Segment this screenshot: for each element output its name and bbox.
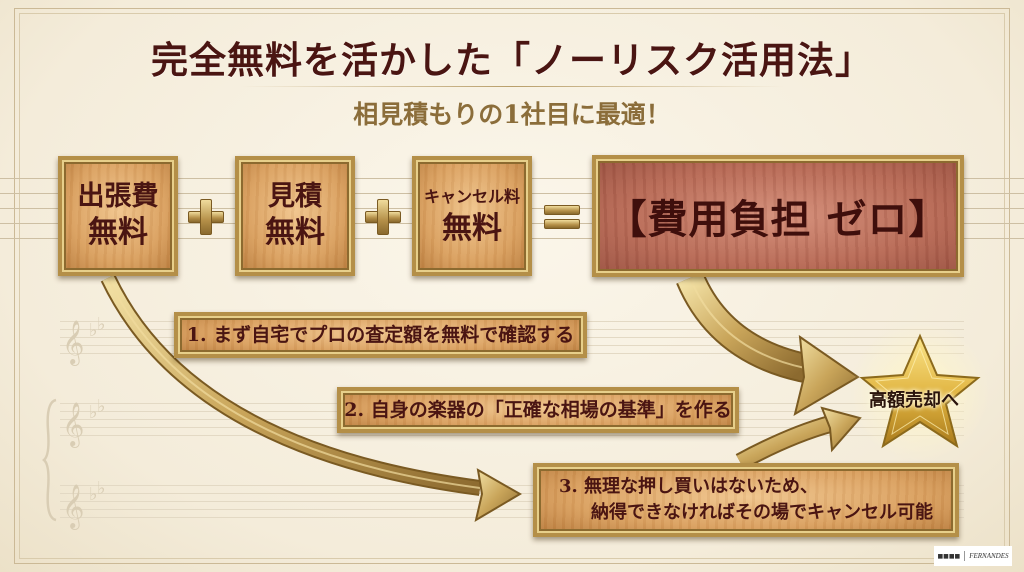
logo-company: ■■■■: [937, 552, 961, 560]
title-divider: [240, 86, 784, 87]
page-frame-inner: [19, 13, 1005, 559]
step-1-box: 1. まず自宅でプロの査定額を無料で確認する: [174, 312, 587, 358]
fee-label: キャンセル料: [423, 187, 520, 206]
fee-box-travel: 出張費 無料: [58, 156, 178, 276]
fee-label: 見積: [268, 181, 322, 212]
step-3-box: 3. 無理な押し買いはないため、 納得できなければその場でキャンセル可能: [533, 463, 959, 537]
equals-icon: [542, 197, 582, 237]
svg-text:♭: ♭: [97, 478, 106, 499]
svg-text:𝄞: 𝄞: [62, 402, 84, 448]
page-title: 完全無料を活かした「ノーリスク活用法」: [151, 38, 873, 82]
svg-text:♭: ♭: [97, 396, 106, 417]
svg-text:𝄞: 𝄞: [62, 484, 84, 530]
fee-box-cancel: キャンセル料 無料: [412, 156, 532, 276]
fee-value: 無料: [88, 215, 148, 250]
arrow-step3-to-star: [735, 406, 862, 470]
logo-brand: FERNANDES: [969, 552, 1009, 560]
page-subtitle: 相見積もりの1社目に最適！: [353, 100, 671, 129]
step-1-text: 1. まず自宅でプロの査定額を無料で確認する: [186, 324, 575, 346]
brace-icon: [42, 398, 57, 522]
star-icon: [850, 322, 990, 462]
svg-text:𝄞: 𝄞: [62, 320, 84, 366]
fee-label: 出張費: [77, 181, 159, 212]
step-2-box: 2. 自身の楽器の「正確な相場の基準」を作る: [337, 387, 739, 433]
step-3-line-1: 3. 無理な押し買いはないため、: [559, 476, 819, 497]
svg-text:♭: ♭: [97, 314, 106, 335]
logo-divider: [964, 551, 966, 561]
page-frame-outer: [14, 8, 1010, 564]
result-box: 【費用負担 ゼロ】: [592, 155, 964, 277]
flat-icon: ♭♭ ♭♭ ♭♭: [89, 314, 106, 505]
brand-logo: ■■■■ FERNANDES: [934, 546, 1012, 566]
fee-box-estimate: 見積 無料: [235, 156, 355, 276]
step-3-line-2: 納得できなければその場でキャンセル可能: [591, 502, 933, 523]
svg-text:♭: ♭: [89, 320, 98, 341]
fee-value: 無料: [265, 215, 325, 250]
step-2-text: 2. 自身の楽器の「正確な相場の基準」を作る: [344, 399, 732, 421]
svg-text:♭: ♭: [89, 402, 98, 423]
fee-value: 無料: [442, 211, 502, 246]
result-text: 【費用負担 ゼロ】: [606, 196, 950, 243]
plus-icon: [363, 197, 403, 237]
goal-label: 高額売却へ: [869, 390, 959, 411]
curved-arrow-result: [676, 271, 860, 417]
plus-icon: [186, 197, 226, 237]
treble-clef-icon: 𝄞 𝄞 𝄞: [62, 320, 84, 530]
curved-arrow-long: [100, 274, 522, 523]
svg-text:♭: ♭: [89, 484, 98, 505]
